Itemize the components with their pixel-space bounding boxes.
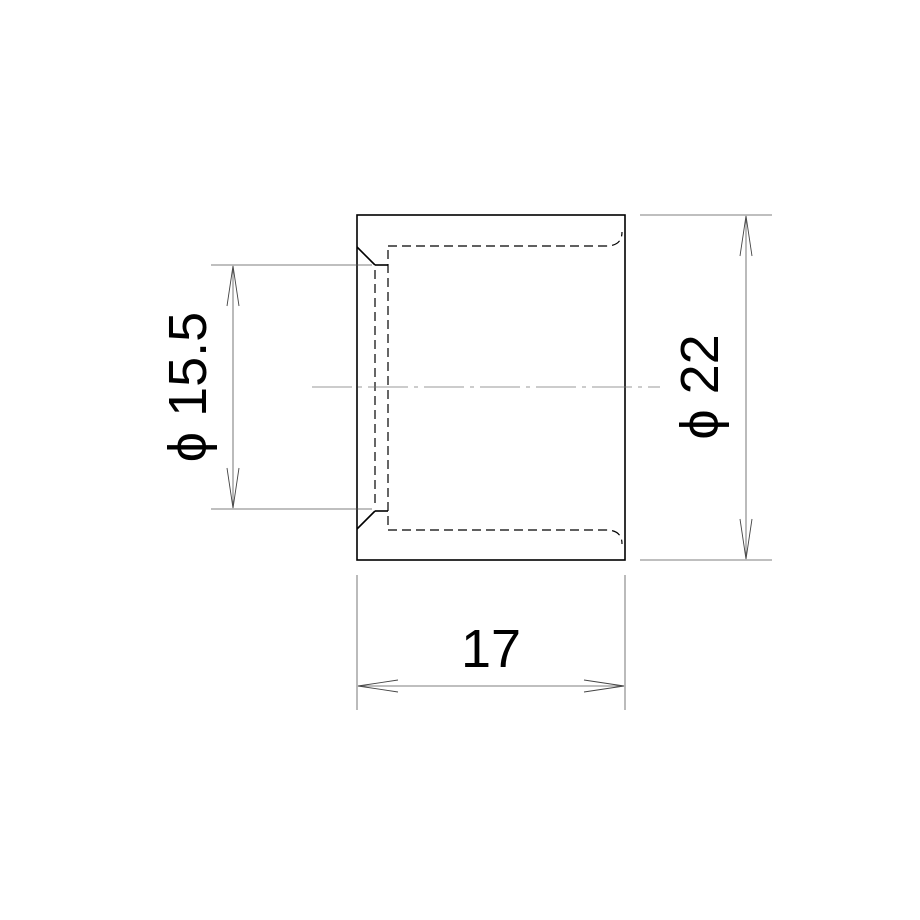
arrowhead-top [739, 215, 753, 257]
chamfer-top [356, 246, 376, 266]
diameter-symbol: ϕ [158, 432, 218, 462]
arrowhead-top [226, 265, 240, 307]
diameter-symbol: ϕ [670, 409, 730, 439]
arrowhead-bottom [739, 518, 753, 560]
hidden-lines [374, 231, 623, 545]
inner-diameter-label: ϕ 15.5 [158, 312, 218, 462]
sleeve-outline [356, 214, 626, 561]
arrowhead-left [357, 679, 399, 693]
outer-diameter-dimension: ϕ 22 [640, 214, 772, 561]
inner-diameter-value: 15.5 [158, 312, 218, 417]
arrowhead-right [583, 679, 625, 693]
sleeve-part [312, 214, 660, 561]
arrowhead-bottom [226, 467, 240, 509]
outer-diameter-label: ϕ 22 [670, 334, 730, 439]
length-dimension: 17 [356, 575, 626, 710]
inner-diameter-dimension: ϕ 15.5 [158, 264, 372, 510]
length-label: 17 [461, 619, 521, 679]
chamfer-bottom [356, 510, 376, 530]
outer-diameter-value: 22 [670, 334, 730, 394]
